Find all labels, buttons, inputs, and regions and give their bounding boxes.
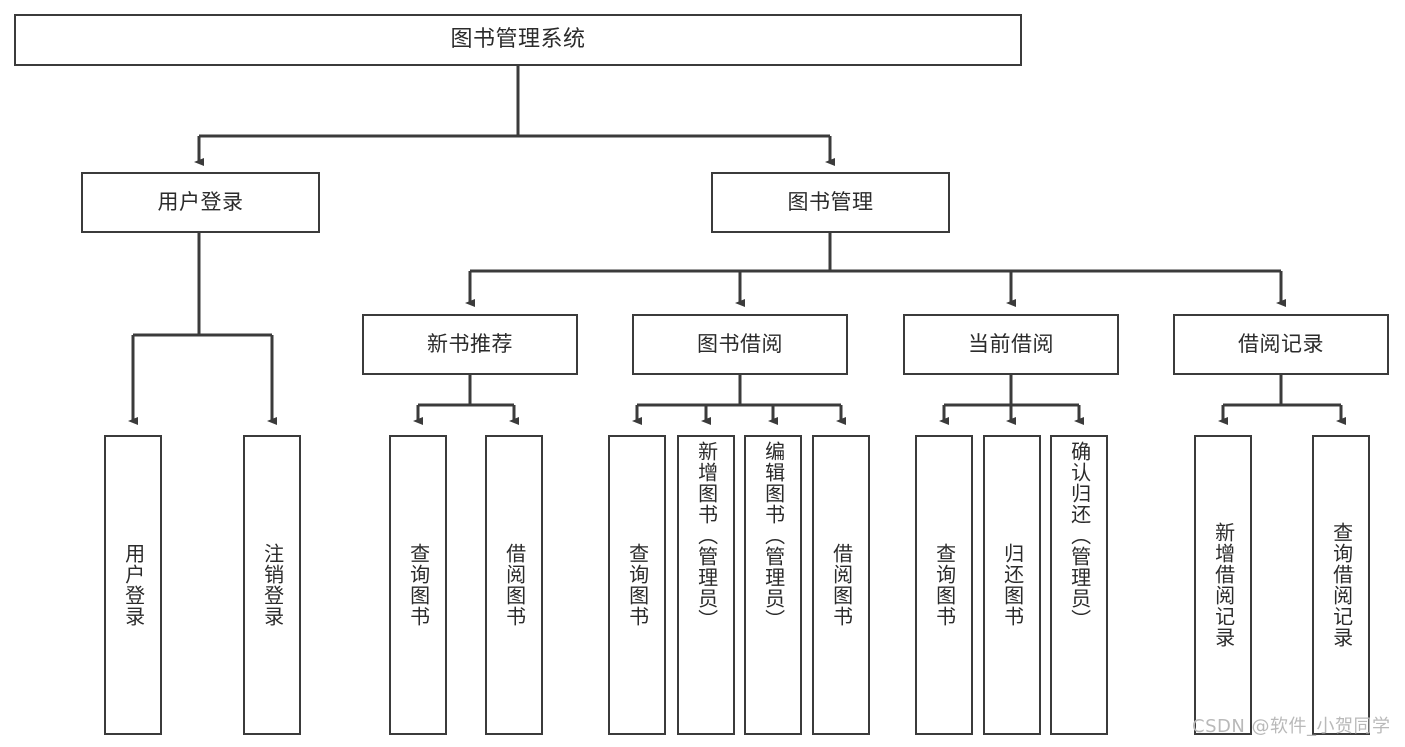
node-borrow-record[interactable]: 借阅记录 bbox=[1173, 314, 1389, 375]
node-label: 借阅记录 bbox=[1238, 332, 1324, 356]
leaf-logout-login[interactable]: 注销登录 bbox=[243, 435, 301, 735]
node-label: 注销登录 bbox=[260, 543, 285, 627]
node-label: 确认归还（管理员） bbox=[1067, 441, 1092, 630]
node-label: 查询图书 bbox=[932, 543, 957, 627]
leaf-query-borrow-record[interactable]: 查询借阅记录 bbox=[1312, 435, 1370, 735]
node-root-system[interactable]: 图书管理系统 bbox=[14, 14, 1022, 66]
node-label: 借阅图书 bbox=[502, 543, 527, 627]
node-label: 编辑图书（管理员） bbox=[761, 441, 786, 630]
leaf-query-book-borrow[interactable]: 查询图书 bbox=[608, 435, 666, 735]
node-label: 归还图书 bbox=[1000, 543, 1025, 627]
node-book-borrow[interactable]: 图书借阅 bbox=[632, 314, 848, 375]
leaf-add-borrow-record[interactable]: 新增借阅记录 bbox=[1194, 435, 1252, 735]
node-label: 图书管理系统 bbox=[450, 27, 586, 52]
watermark-csdn: CSDN @软件_小贺同学 bbox=[1192, 716, 1391, 737]
node-book-management[interactable]: 图书管理 bbox=[711, 172, 950, 233]
node-label: 图书借阅 bbox=[697, 332, 783, 356]
leaf-query-book-recommend[interactable]: 查询图书 bbox=[389, 435, 447, 735]
leaf-confirm-return-admin[interactable]: 确认归还（管理员） bbox=[1050, 435, 1108, 735]
node-label: 图书管理 bbox=[787, 190, 874, 214]
node-label: 用户登录 bbox=[121, 543, 146, 627]
node-new-book-recommend[interactable]: 新书推荐 bbox=[362, 314, 578, 375]
node-label: 查询借阅记录 bbox=[1329, 522, 1354, 648]
node-user-login[interactable]: 用户登录 bbox=[81, 172, 320, 233]
leaf-add-book-admin[interactable]: 新增图书（管理员） bbox=[677, 435, 735, 735]
node-label: 新书推荐 bbox=[427, 332, 513, 356]
leaf-user-login[interactable]: 用户登录 bbox=[104, 435, 162, 735]
leaf-borrow-book-recommend[interactable]: 借阅图书 bbox=[485, 435, 543, 735]
leaf-edit-book-admin[interactable]: 编辑图书（管理员） bbox=[744, 435, 802, 735]
leaf-return-book[interactable]: 归还图书 bbox=[983, 435, 1041, 735]
node-current-borrow[interactable]: 当前借阅 bbox=[903, 314, 1119, 375]
node-label: 新增借阅记录 bbox=[1211, 522, 1236, 648]
leaf-query-book-current[interactable]: 查询图书 bbox=[915, 435, 973, 735]
node-label: 借阅图书 bbox=[829, 543, 854, 627]
leaf-borrow-book[interactable]: 借阅图书 bbox=[812, 435, 870, 735]
node-label: 当前借阅 bbox=[968, 332, 1054, 356]
node-label: 查询图书 bbox=[625, 543, 650, 627]
node-label: 用户登录 bbox=[157, 190, 244, 214]
node-label: 新增图书（管理员） bbox=[694, 441, 719, 630]
node-label: 查询图书 bbox=[406, 543, 431, 627]
